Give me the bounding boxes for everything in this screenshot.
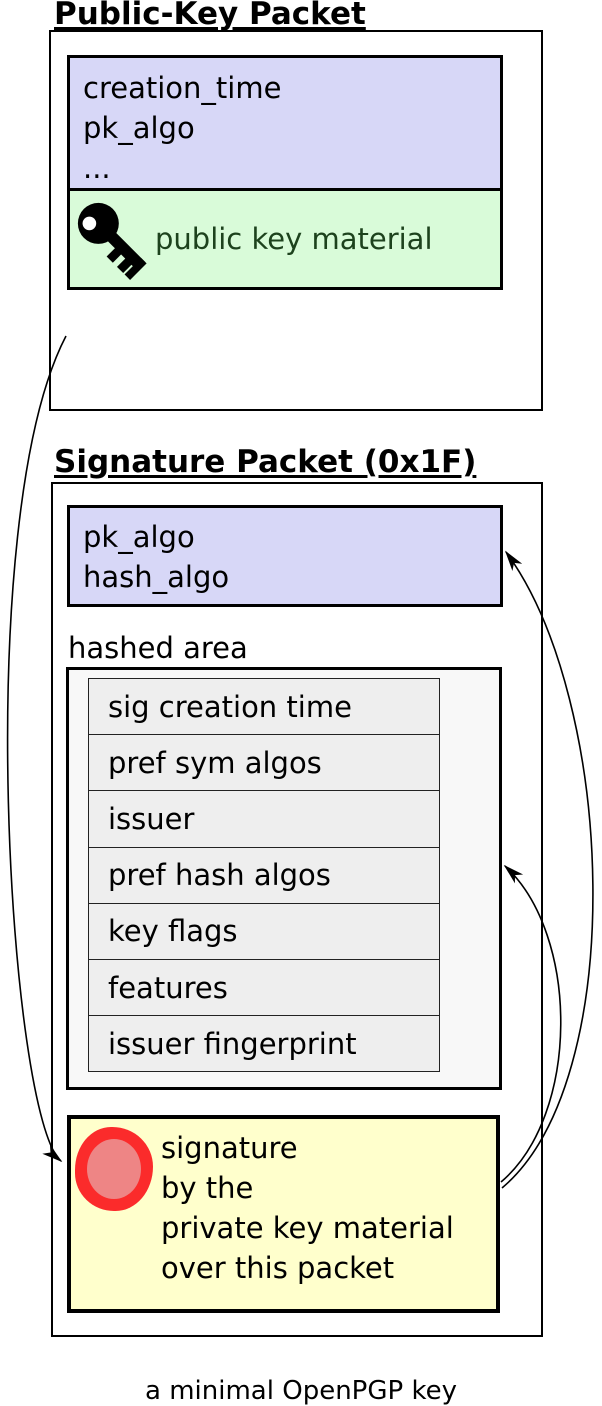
field-ellipsis: ... [83, 151, 111, 185]
signature-line-3: private key material [161, 1211, 454, 1245]
public-key-material-label: public key material [155, 222, 433, 256]
public-key-material-section: public key material [70, 188, 500, 287]
key-icon [77, 202, 147, 280]
subpacket-row-issuer-fingerprint: issuer fingerprint [89, 1016, 439, 1072]
field-pk-algo: pk_algo [83, 111, 195, 145]
subpacket-row-key-flags: key flags [89, 903, 439, 960]
subpacket-table: sig creation time pref sym algos issuer … [88, 678, 440, 1073]
signature-line-2: by the [161, 1171, 254, 1205]
field-creation-time: creation_time [83, 71, 282, 105]
field-sig-pk-algo: pk_algo [83, 520, 195, 554]
hashed-area-label: hashed area [68, 631, 248, 665]
public-key-packet-title: Public-Key Packet [54, 0, 366, 32]
subpacket-row-features: features [89, 959, 439, 1017]
diagram-caption: a minimal OpenPGP key [145, 1376, 457, 1406]
signature-header-fields: pk_algo hash_algo [67, 505, 503, 607]
signature-line-1: signature [161, 1131, 298, 1165]
subpacket-row-pref-sym-algos: pref sym algos [89, 735, 439, 792]
signature-line-4: over this packet [161, 1251, 395, 1285]
wax-seal-inner [87, 1139, 141, 1199]
wax-seal-icon [75, 1127, 153, 1211]
signature-description: signature by the private key material ov… [161, 1128, 454, 1288]
field-sig-hash-algo: hash_algo [83, 560, 230, 594]
subpacket-row-sig-creation-time: sig creation time [89, 679, 439, 736]
public-key-packet-contents: creation_time pk_algo ... public key mat… [67, 55, 503, 290]
subpacket-row-pref-hash-algos: pref hash algos [89, 847, 439, 904]
signature-packet-title: Signature Packet (0x1F) [54, 444, 477, 480]
signature-value-box: signature by the private key material ov… [67, 1115, 500, 1313]
subpacket-row-issuer: issuer [89, 791, 439, 848]
public-key-header-fields: creation_time pk_algo ... [70, 58, 500, 188]
